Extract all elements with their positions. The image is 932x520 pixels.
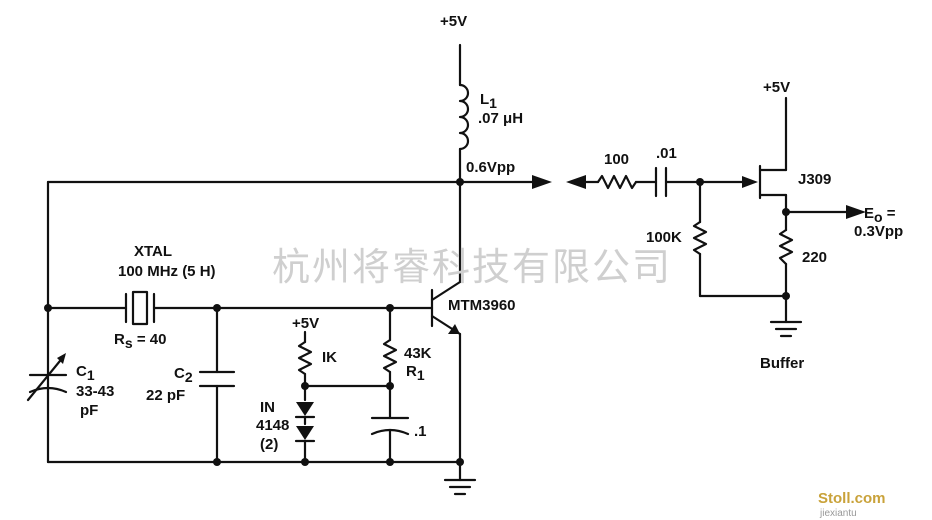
diode-icon [296,402,314,416]
series-resistor-label: 100 [604,151,630,168]
diode-label-line3: (2) [260,436,279,453]
inductor-label: L1 [480,91,497,111]
diode-icon [296,426,314,440]
bias-resistor-label: IK [322,349,337,366]
watermark: 杭州将睿科技有限公司 [272,245,673,289]
coupling-cap-label: .01 [656,145,677,162]
supply-label-buffer: +5V [763,79,791,96]
crystal-body [131,290,149,326]
resistor-r1 [382,338,398,374]
diode-label-line1: IN [260,399,275,416]
c1-variable-arrow [26,354,66,402]
fet-label: J309 [798,171,832,188]
input-arrow-left [566,175,586,189]
c1-value-line1: 33-43 [76,383,115,400]
source-resistor-label: 220 [802,249,828,266]
output-arrow-right [532,175,552,189]
c1-plate-curved [28,386,68,394]
emitter-arrow [448,324,460,334]
crystal-spec: 100 MHz (5 H) [118,263,216,280]
junction-dot [782,292,790,300]
transistor-collector [430,280,462,302]
output-label: Eo = [864,205,896,225]
gate-arrow [742,176,758,188]
buffer-label: Buffer [760,355,805,372]
r1-label: R1 [406,363,425,383]
junction-dot [456,458,464,466]
diode-label-line2: 4148 [256,417,290,434]
output-arrow [846,205,866,219]
c2-value: 22 pF [146,387,186,404]
resistor-220 [778,228,794,266]
output-level-label: 0.6Vpp [466,159,516,176]
gate-resistor-label: 100K [646,229,682,246]
resistor-100k [692,220,708,256]
inductor-value: .07 μH [478,110,524,127]
c2-label: C2 [174,365,193,385]
crystal-rs-label: Rs = 40 [114,331,167,351]
resistor-1k [297,340,313,376]
junction-dot [213,458,221,466]
inductor-l1 [458,83,470,151]
r1-value: 43K [404,345,432,362]
supply-label-bias: +5V [292,315,320,332]
c1-arrowhead [57,353,66,364]
crystal-label: XTAL [134,243,173,260]
resistor-100 [596,174,638,190]
transistor-label: MTM3960 [448,297,516,314]
c1-value-line2: pF [80,402,99,419]
site-logo-sub: jiexiantu [820,508,857,519]
output-value: 0.3Vpp [854,223,904,240]
c1-label: C1 [76,363,95,383]
supply-label-top: +5V [440,13,468,30]
site-logo: Stoll.com [818,490,886,507]
bypass-cap-label: .1 [414,423,427,440]
